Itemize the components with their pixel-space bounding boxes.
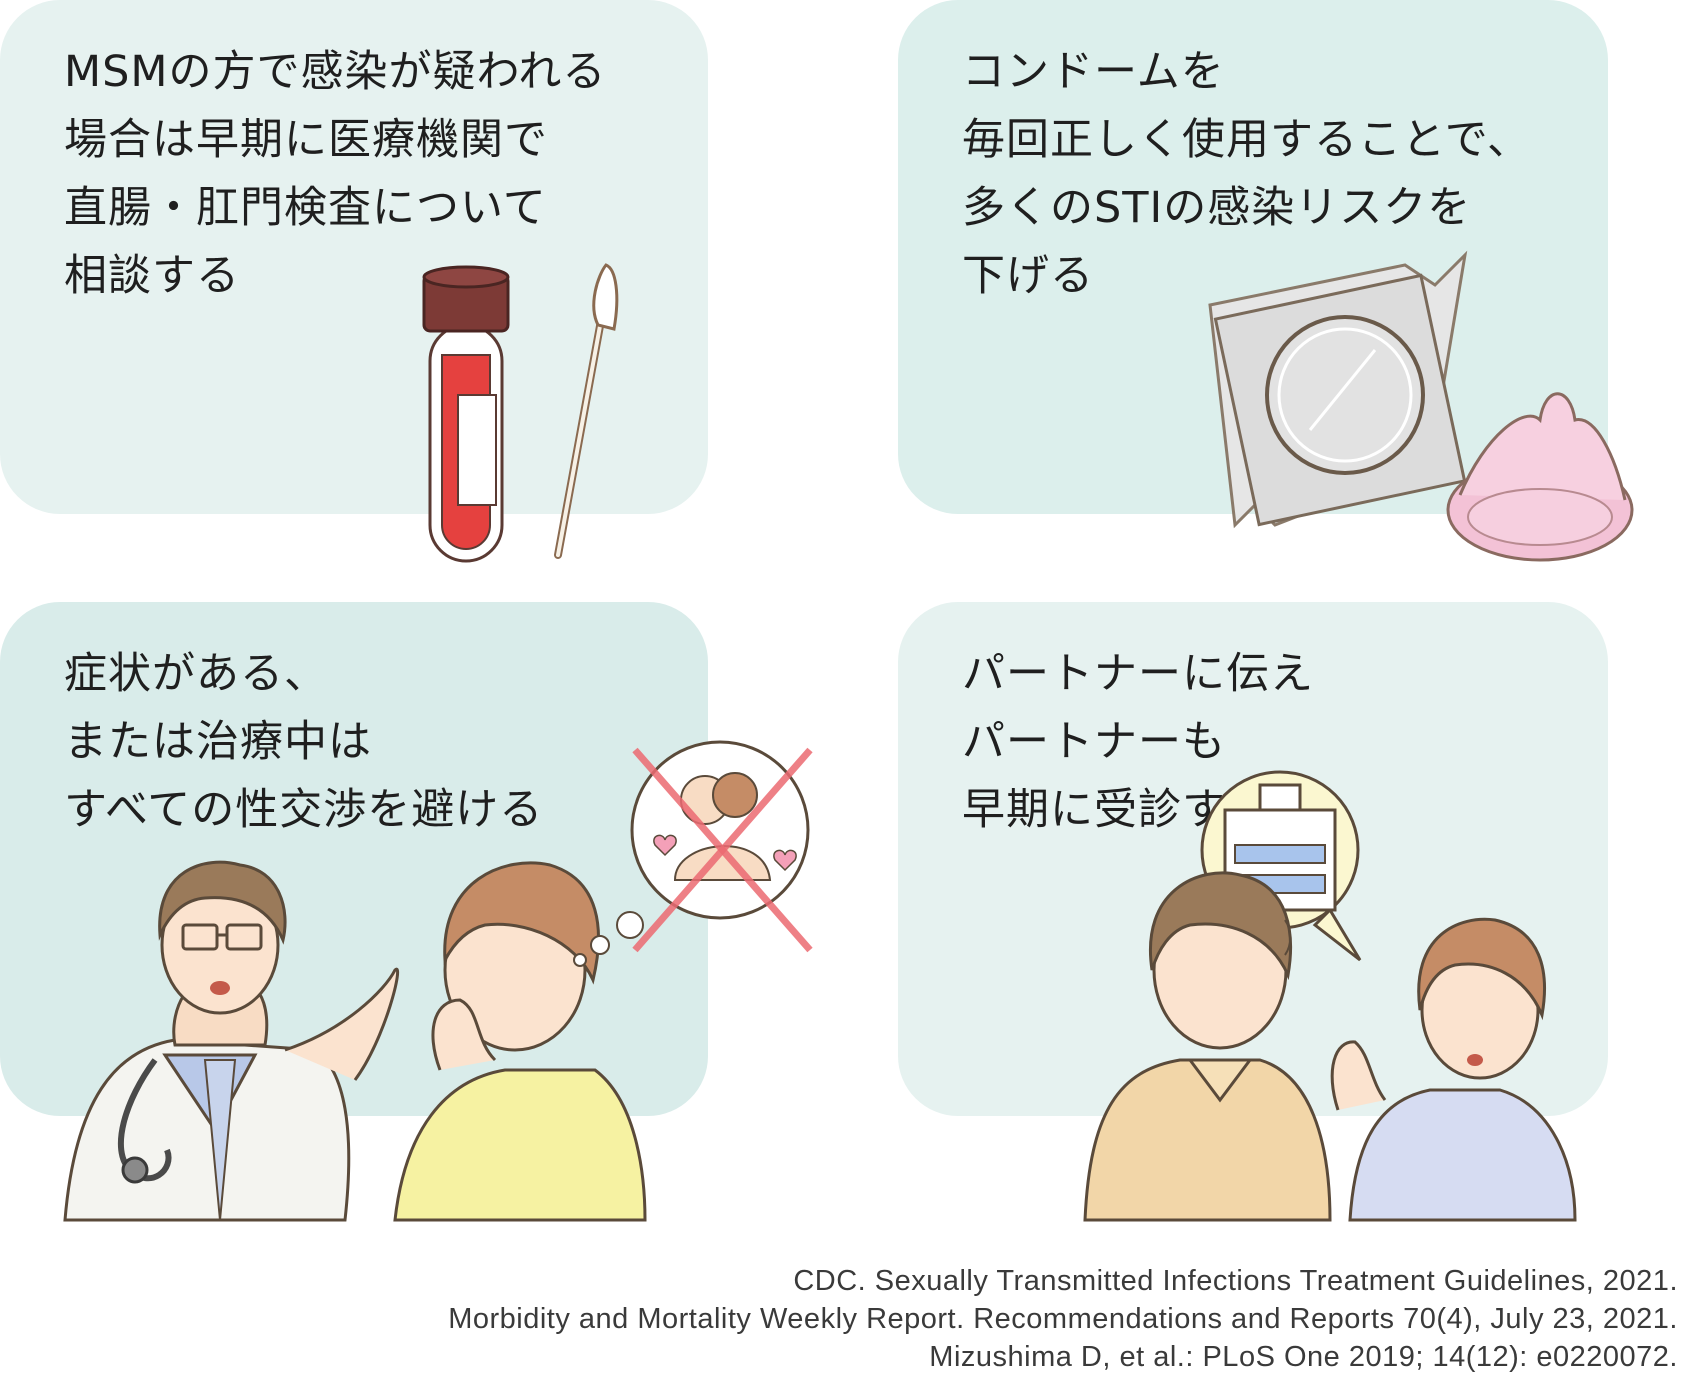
card-3-line-1: 症状がある、 [64, 649, 328, 699]
doctor-icon [63, 860, 400, 1222]
card-3-line-3: すべての性交渉を避ける [64, 785, 544, 835]
card-2-line-2: 毎回正しく使用することで、 [962, 115, 1531, 165]
card-3-line-2: または治療中は [64, 717, 372, 767]
reference-2: Morbidity and Mortality Weekly Report. R… [448, 1303, 1678, 1335]
card-avoid-sex-during-treatment: 症状がある、 または治療中は すべての性交渉を避ける [0, 602, 708, 1116]
prohibited-embrace-icon [632, 747, 813, 953]
woman-icon [1330, 917, 1577, 1222]
card-4-line-2: パートナーも [962, 717, 1226, 767]
card-2-line-3: 多くのSTIの感染リスクを [962, 183, 1472, 233]
thought-bubble-icon [573, 740, 810, 967]
man-icon [1083, 871, 1332, 1222]
card-4-line-1: パートナーに伝え [962, 649, 1314, 699]
references: CDC. Sexually Transmitted Infections Tre… [448, 1262, 1678, 1376]
card-3-illustration [63, 740, 813, 1222]
card-2-text: コンドームを 毎回正しく使用することで、 多くのSTIの感染リスクを 下げる [962, 38, 1608, 310]
card-2-line-4: 下げる [962, 251, 1094, 301]
card-1-text: MSMの方で感染が疑われる 場合は早期に医療機関で 直腸・肛門検査について 相談… [64, 38, 708, 310]
card-3-text: 症状がある、 または治療中は すべての性交渉を避ける [64, 640, 708, 844]
card-1-line-4: 相談する [64, 251, 240, 301]
card-4-illustration [1083, 770, 1577, 1222]
card-2-illustration [1208, 250, 1634, 562]
patient-icon [393, 861, 647, 1222]
card-1-line-1: MSMの方で感染が疑われる [64, 47, 607, 97]
card-2-line-1: コンドームを [962, 47, 1225, 97]
condom-package-icon [1208, 250, 1468, 529]
reference-1: CDC. Sexually Transmitted Infections Tre… [793, 1265, 1678, 1297]
card-rectal-anal-exam: MSMの方で感染が疑われる 場合は早期に医療機関で 直腸・肛門検査について 相談… [0, 0, 708, 514]
blood-tube-icon [422, 265, 510, 563]
card-1-line-2: 場合は早期に医療機関で [64, 115, 548, 165]
card-1-illustration [422, 263, 619, 563]
swab-icon [554, 263, 619, 559]
card-1-line-3: 直腸・肛門検査について [64, 183, 547, 233]
reference-3: Mizushima D, et al.: PLoS One 2019; 14(1… [929, 1341, 1678, 1373]
condom-icon [1446, 392, 1634, 562]
